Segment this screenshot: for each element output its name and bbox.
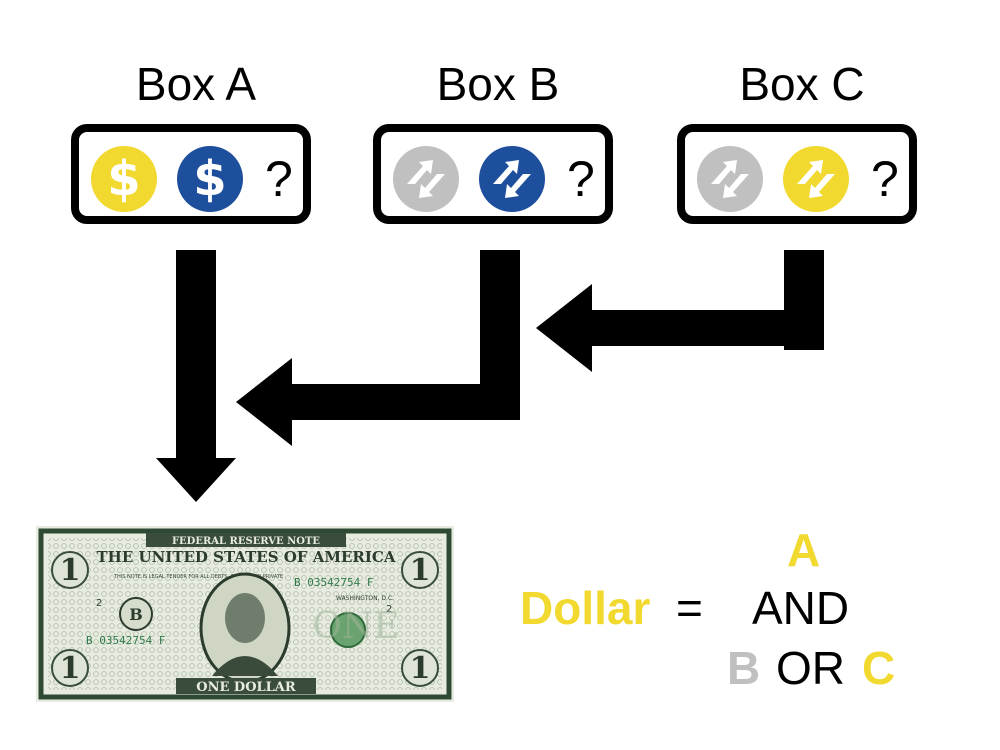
box-b-title: Box B (436, 58, 560, 110)
formula-lhs-dollar: Dollar (520, 582, 651, 634)
bill-seal-letter: B (129, 605, 143, 624)
arrow-b-elbow (236, 250, 520, 446)
bill-denomination: ONE DOLLAR (196, 680, 296, 695)
bill-numeral-tl: 1 (60, 553, 81, 588)
bill-watermark-text: ONE (312, 606, 399, 647)
swap-coin-gray-icon (393, 146, 459, 212)
arrow-c-elbow (536, 250, 824, 372)
box-c-title: Box C (739, 58, 865, 110)
box-a-title: Box A (135, 58, 257, 110)
dollar-sign: $ (107, 151, 141, 207)
swap-coin-gray-icon (697, 146, 763, 212)
swap-coin-yellow-icon (783, 146, 849, 212)
dollar-coin-yellow-icon: $ (91, 146, 157, 212)
bill-plate-left: 2 (96, 598, 102, 609)
box-c: ? (677, 124, 917, 224)
bill-city: WASHINGTON, D.C. (336, 595, 394, 602)
formula-and: AND (752, 582, 850, 634)
dollar-coin-blue-icon: $ (177, 146, 243, 212)
box-a: $ $ ? (71, 124, 311, 224)
dollar-sign: $ (193, 151, 227, 207)
formula-a: A (787, 524, 821, 576)
bill-numeral-tr: 1 (410, 553, 431, 588)
unknown-coin-mark: ? (871, 151, 899, 207)
formula-equals: = (676, 582, 703, 634)
dollar-bill-image: FEDERAL RESERVE NOTE THE UNITED STATES O… (36, 526, 454, 702)
bill-tender: THIS NOTE IS LEGAL TENDER FOR ALL DEBTS,… (113, 574, 283, 580)
bill-plate-right: 2 (386, 604, 392, 615)
formula-b: B (727, 642, 761, 694)
swap-coin-blue-icon (479, 146, 545, 212)
bill-header: FEDERAL RESERVE NOTE (172, 536, 320, 547)
bill-country: THE UNITED STATES OF AMERICA (97, 548, 396, 566)
unknown-coin-mark: ? (567, 151, 595, 207)
bill-serial-bottom: B 03542754 F (86, 634, 165, 647)
box-b: ? (373, 124, 613, 224)
bill-numeral-bl: 1 (60, 651, 81, 686)
bill-numeral-br: 1 (410, 651, 431, 686)
unknown-coin-mark: ? (265, 151, 293, 207)
arrow-a-down (156, 250, 236, 502)
formula-c: C (862, 642, 896, 694)
formula-or: OR (776, 642, 845, 694)
bill-serial-top: B 03542754 F (294, 576, 373, 589)
